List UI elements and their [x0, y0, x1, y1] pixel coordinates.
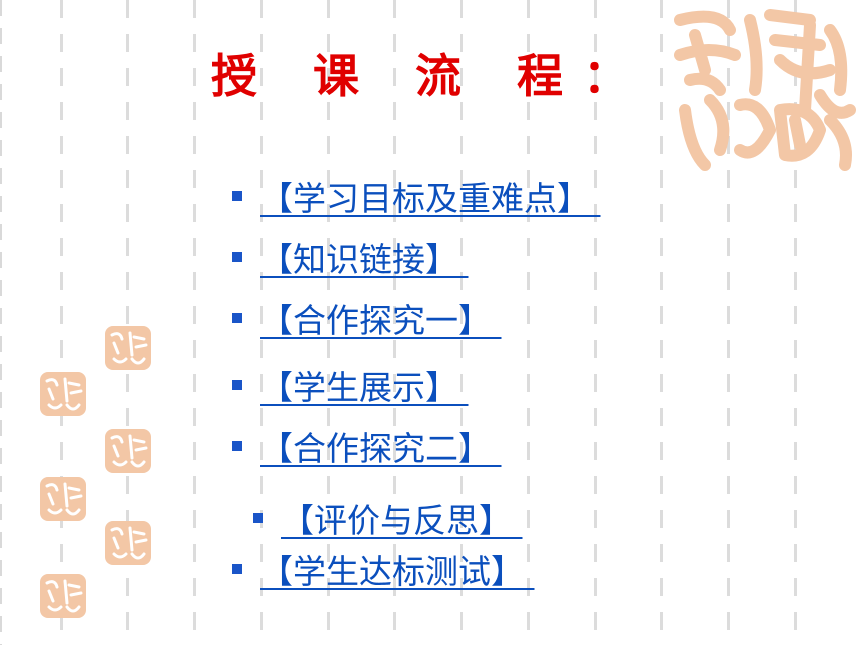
link-test[interactable]: 【学生达标测试】	[260, 552, 524, 591]
auspicious-seal-icon	[40, 574, 86, 618]
menu-item-student-show[interactable]: 【学生展示】	[232, 361, 469, 409]
square-bullet-icon	[232, 564, 242, 574]
square-bullet-icon	[232, 252, 242, 262]
menu-item-inquiry-two[interactable]: 【合作探究二】	[232, 422, 502, 470]
link-student-show[interactable]: 【学生展示】	[260, 368, 458, 407]
auspicious-seal-icon	[40, 477, 86, 521]
square-bullet-icon	[232, 313, 242, 323]
menu-item-objectives[interactable]: 【学习目标及重难点】	[232, 172, 601, 220]
link-evaluation[interactable]: 【评价与反思】	[281, 501, 512, 540]
auspicious-seal-icon	[40, 372, 86, 416]
auspicious-seal-icon	[105, 429, 151, 473]
menu-item-evaluation[interactable]: 【评价与反思】	[253, 494, 523, 542]
link-knowledge[interactable]: 【知识链接】	[260, 240, 458, 279]
link-objectives[interactable]: 【学习目标及重难点】	[260, 179, 590, 218]
square-bullet-icon	[253, 513, 263, 523]
link-inquiry-one[interactable]: 【合作探究一】	[260, 301, 491, 340]
link-inquiry-two[interactable]: 【合作探究二】	[260, 429, 491, 468]
page-title: 授 课 流 程：	[210, 49, 650, 103]
menu-item-inquiry-one[interactable]: 【合作探究一】	[232, 294, 502, 342]
auspicious-seal-icon	[674, 9, 856, 171]
square-bullet-icon	[232, 191, 242, 201]
auspicious-seal-icon	[105, 326, 151, 370]
menu-item-test[interactable]: 【学生达标测试】	[232, 545, 535, 593]
menu-item-knowledge-link[interactable]: 【知识链接】	[232, 233, 469, 281]
auspicious-seal-icon	[105, 521, 151, 565]
square-bullet-icon	[232, 380, 242, 390]
square-bullet-icon	[232, 441, 242, 451]
